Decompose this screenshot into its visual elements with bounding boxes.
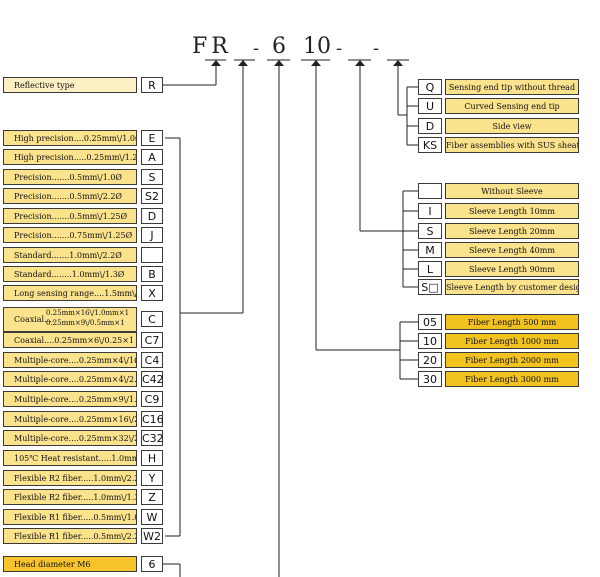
- model-dash-3: -: [373, 38, 380, 59]
- model-fiber-length: 10: [303, 34, 331, 59]
- sleeve-option-code: S: [418, 223, 442, 239]
- sleeve-option-code: M: [418, 242, 442, 258]
- head-type-label-main: Coaxial....: [14, 315, 55, 324]
- head-type-label: Multiple-core....0.25mm×4\/2.2Ø: [3, 371, 137, 387]
- head-type-label: Coaxial....0.25mm×16\/1.0mm×1 0.25mm×9\/0…: [3, 307, 137, 332]
- model-prefix: FR: [192, 34, 232, 59]
- head-type-code: Z: [141, 489, 163, 505]
- head-type-label: Multiple-core....0.25mm×16\/2.2Ø: [3, 411, 137, 427]
- reflective-type-label: Reflective type: [3, 77, 137, 93]
- head-type-code: S2: [141, 188, 163, 204]
- tip-option-label: Curved Sensing end tip: [445, 98, 579, 114]
- head-type-code: C32: [141, 430, 164, 446]
- tip-option-code: Q: [418, 79, 442, 95]
- head-type-label: Standard.......1.0mm\/2.2Ø: [3, 247, 137, 263]
- sleeve-option-code: S□: [418, 279, 442, 295]
- head-type-code: C9: [141, 391, 163, 407]
- tip-option-code: D: [418, 118, 442, 134]
- head-type-label: Flexible R2 fiber.....1.0mm\/2.2Ø: [3, 470, 137, 486]
- head-type-code: B: [141, 266, 163, 282]
- sleeve-option-code: I: [418, 203, 442, 219]
- sleeve-option-code: [418, 183, 442, 199]
- head-type-code: W2: [141, 528, 163, 544]
- fiber-length-label: Fiber Length 3000 mm: [445, 371, 579, 387]
- head-type-label: Multiple-core....0.25mm×4\/1Ø: [3, 352, 137, 368]
- sleeve-option-label: Sleeve Length 20mm: [445, 223, 579, 239]
- head-type-code: C7: [141, 332, 163, 348]
- head-type-label: High precision.....0.25mm\/1.25Ø: [3, 149, 137, 165]
- head-type-label: Flexible R2 fiber.....1.0mm\/1.3Ø: [3, 489, 137, 505]
- fiber-length-code: 10: [418, 333, 442, 349]
- head-type-code: C: [141, 311, 163, 327]
- head-type-code: E: [141, 130, 163, 146]
- sleeve-option-label: Sleeve Length 40mm: [445, 242, 579, 258]
- head-type-label-sub: 0.25mm×9\/0.5mm×1: [46, 319, 125, 327]
- fiber-length-code: 30: [418, 371, 442, 387]
- tip-option-code: KS: [418, 137, 442, 153]
- tip-option-label: Side view: [445, 118, 579, 134]
- head-type-label: Precision.......0.5mm\/2.2Ø: [3, 188, 137, 204]
- head-type-code: Y: [141, 470, 163, 486]
- model-dash-2: -: [336, 38, 343, 59]
- head-type-label: Standard........1.0mm\/1.3Ø: [3, 266, 137, 282]
- head-type-label: High precision....0.25mm\/1.0Ø: [3, 130, 137, 146]
- sleeve-option-label: Without Sleeve: [445, 183, 579, 199]
- head-type-code: C4: [141, 352, 163, 368]
- head-type-label: Flexible R1 fiber.....0.5mm\/1.0Ø: [3, 509, 137, 525]
- head-type-label: Multiple-core....0.25mm×32\/2.8Ø: [3, 430, 137, 446]
- sleeve-option-label: Sleeve Length 10mm: [445, 203, 579, 219]
- sleeve-option-label: Sleeve Length by customer design: [445, 279, 579, 295]
- fiber-length-code: 05: [418, 314, 442, 330]
- head-type-label: Long sensing range....1.5mm\/2.2Ø: [3, 285, 137, 301]
- head-type-label-sub: 0.25mm×16\/1.0mm×1: [46, 309, 130, 317]
- head-diameter-code: 6: [141, 556, 163, 572]
- head-type-label: Flexible R1 fiber.....0.5mm\/2.2Ø: [3, 528, 137, 544]
- reflective-type-code: R: [141, 77, 163, 93]
- head-type-label: Precision.......0.5mm\/1.25Ø: [3, 208, 137, 224]
- head-type-label: Multiple-core....0.25mm×9\/1.3Ø: [3, 391, 137, 407]
- model-dash-1: -: [253, 38, 260, 59]
- head-type-label: Precision.......0.75mm\/1.25Ø: [3, 227, 137, 243]
- sleeve-option-code: L: [418, 261, 442, 277]
- head-type-label: 105℃ Heat resistant.....1.0mm\/2.2Ø: [3, 450, 137, 466]
- head-type-code: C16: [141, 411, 164, 427]
- tip-option-label: Sensing end tip without thread: [445, 79, 579, 95]
- sleeve-option-label: Sleeve Length 90mm: [445, 261, 579, 277]
- head-type-code: [141, 247, 163, 263]
- head-type-code: J: [141, 227, 163, 243]
- fiber-length-label: Fiber Length 500 mm: [445, 314, 579, 330]
- tip-option-code: U: [418, 98, 442, 114]
- head-type-code: C42: [141, 371, 164, 387]
- head-type-code: W: [141, 509, 163, 525]
- head-type-code: D: [141, 208, 163, 224]
- head-type-code: X: [141, 285, 163, 301]
- head-type-label: Coaxial....0.25mm×6\/0.25×1: [3, 332, 137, 348]
- head-type-code: H: [141, 450, 163, 466]
- fiber-length-label: Fiber Length 2000 mm: [445, 352, 579, 368]
- fiber-length-code: 20: [418, 352, 442, 368]
- head-type-code: A: [141, 149, 163, 165]
- tip-option-label: Fiber assemblies with SUS sheathing: [445, 137, 579, 153]
- model-size: 6: [272, 34, 286, 59]
- head-type-code: S: [141, 169, 163, 185]
- head-type-label: Precision.......0.5mm\/1.0Ø: [3, 169, 137, 185]
- head-diameter-label: Head diameter M6: [3, 556, 137, 572]
- fiber-length-label: Fiber Length 1000 mm: [445, 333, 579, 349]
